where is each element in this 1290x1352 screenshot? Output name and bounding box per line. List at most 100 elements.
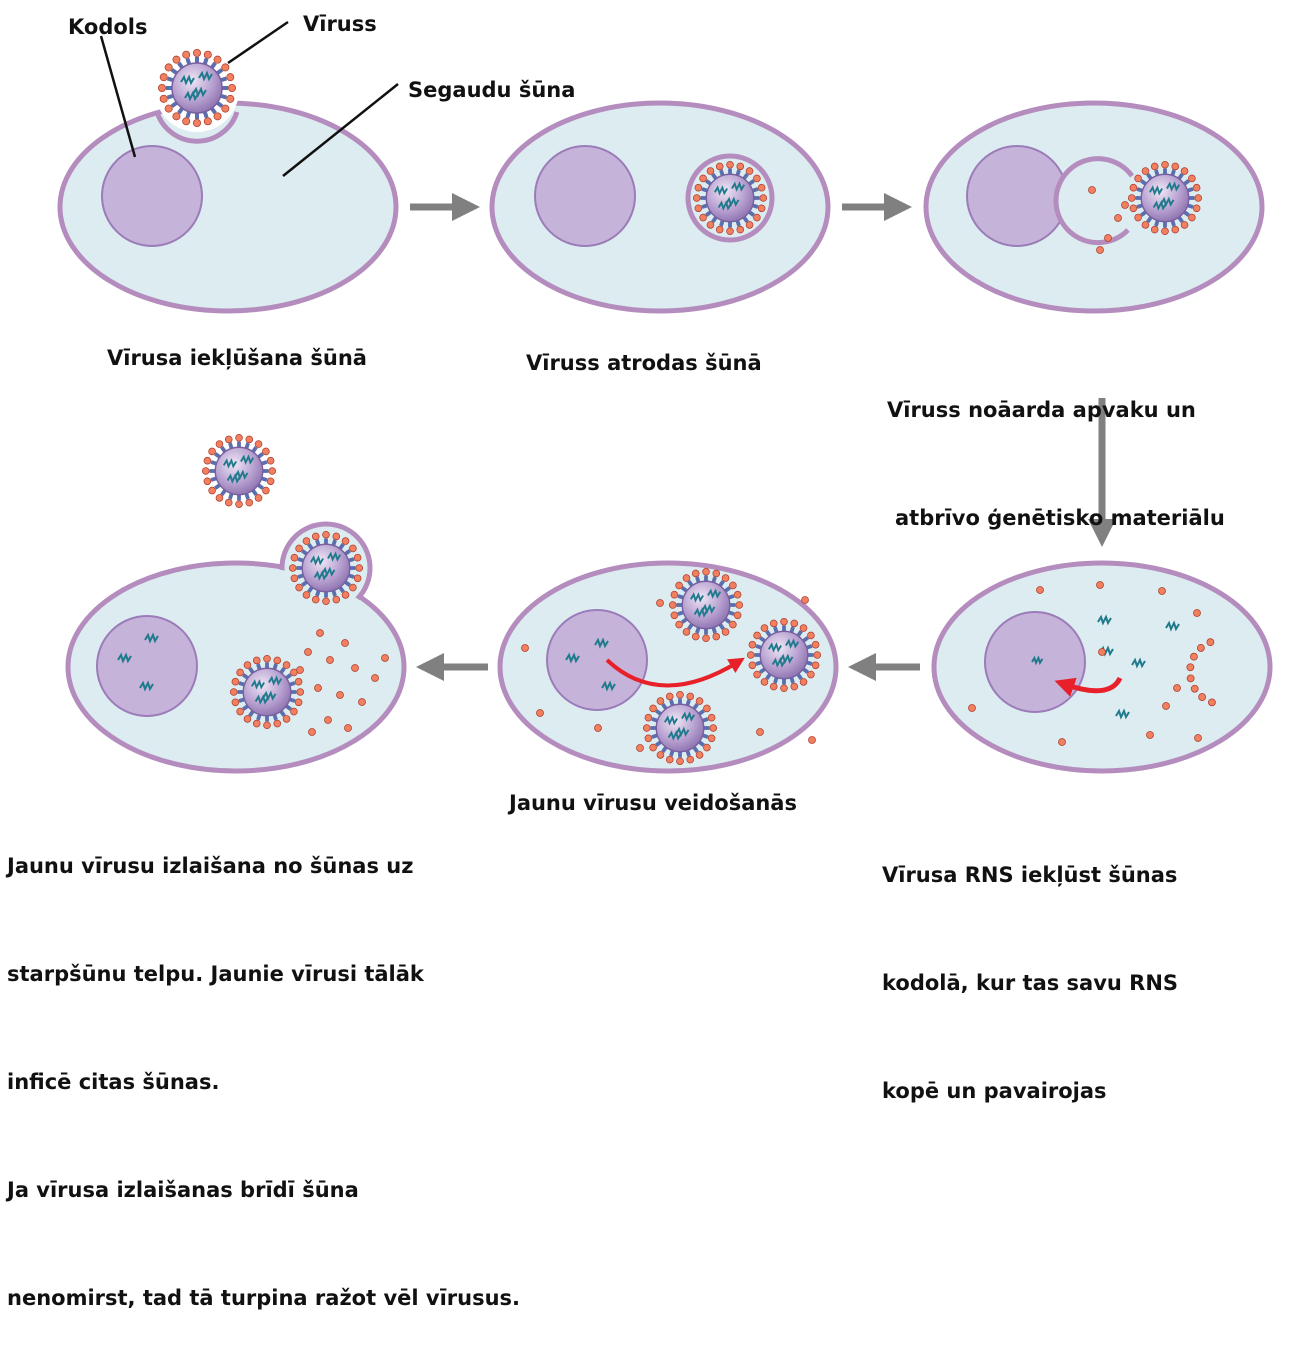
- spike-stem: [685, 750, 691, 757]
- spike-stem: [711, 216, 718, 223]
- spike-stem: [251, 489, 258, 496]
- spike-ball: [748, 640, 757, 649]
- spike-ball: [353, 574, 362, 583]
- spike-ball: [263, 654, 271, 663]
- spike-ball: [164, 63, 173, 72]
- caption-step3-line: atbrīvo ģenētisko materiālu: [895, 506, 1225, 530]
- spike-ball: [702, 634, 710, 643]
- spike-stem: [1146, 216, 1153, 223]
- spike-ball: [691, 569, 700, 578]
- budding-virus: [288, 530, 364, 606]
- rna-strand: [594, 637, 609, 649]
- rna-strand: [184, 90, 199, 102]
- spike-ball: [665, 692, 674, 701]
- rna-strand: [717, 200, 732, 211]
- spike-stem: [719, 220, 725, 227]
- new-virus: [642, 690, 718, 766]
- spike-ball: [254, 440, 263, 448]
- protein-particle: [344, 724, 352, 732]
- spike-ball: [656, 751, 665, 759]
- protein-particle: [1194, 734, 1202, 742]
- spike-ball: [282, 661, 291, 669]
- spike-stem: [166, 76, 174, 83]
- spike-ball: [311, 532, 320, 541]
- spike-ball: [266, 477, 275, 486]
- rna-strand: [693, 607, 708, 618]
- virus-lifecycle-diagram: [57, 20, 1273, 774]
- spike-stem: [685, 699, 691, 706]
- spike-stem: [1146, 173, 1153, 180]
- spike-stem: [331, 539, 337, 546]
- spike-ball: [1141, 221, 1150, 229]
- spike-stem: [1187, 203, 1194, 209]
- spike-stem: [651, 733, 658, 739]
- rna-strand: [779, 653, 794, 665]
- spike-ball: [656, 697, 665, 705]
- spike-stem: [261, 476, 268, 482]
- nucleus: [966, 145, 1068, 247]
- spike-stem: [1170, 169, 1176, 176]
- spike-stem: [301, 580, 308, 587]
- spike-ball: [675, 620, 683, 629]
- nucleus: [96, 615, 198, 717]
- spike-ball: [1134, 213, 1142, 222]
- spike-stem: [279, 667, 286, 674]
- protein-particle: [808, 736, 816, 744]
- spike-ball: [208, 486, 216, 495]
- spike-stem: [256, 714, 262, 721]
- spike-ball: [254, 494, 263, 502]
- spike-ball: [252, 656, 261, 665]
- spike-ball: [203, 50, 212, 59]
- rna-strand: [667, 730, 682, 741]
- spike-ball: [707, 734, 716, 743]
- spike-stem: [796, 630, 803, 637]
- caption-step3: Vīruss noāarda apvaku un atbrīvo ģenētis…: [887, 320, 1225, 572]
- spike-ball: [201, 467, 210, 475]
- spike-ball: [203, 117, 212, 126]
- protein-particle: [1190, 684, 1199, 693]
- protein-particle: [1208, 698, 1216, 707]
- spike-stem: [661, 746, 668, 753]
- spike-stem: [695, 576, 701, 583]
- spike-ball: [1150, 225, 1159, 234]
- capsid: [214, 446, 264, 496]
- spike-ball: [676, 690, 684, 699]
- spike-ball: [726, 227, 734, 236]
- spike-ball: [302, 537, 311, 545]
- spike-ball: [1188, 174, 1196, 183]
- spike-ball: [172, 55, 181, 64]
- spike-stem: [244, 493, 250, 500]
- capsid: [655, 703, 705, 753]
- spike-ball: [349, 544, 357, 553]
- new-virus: [229, 654, 305, 730]
- protein-particle: [636, 744, 644, 752]
- caption-step1: Vīrusa iekļūšana šūnā: [107, 346, 367, 370]
- spike-ball: [226, 94, 235, 103]
- spike-stem: [742, 216, 749, 223]
- spike-stem: [1154, 169, 1160, 176]
- spike-stem: [220, 489, 227, 496]
- spike-stem: [210, 107, 217, 115]
- spike-ball: [780, 684, 788, 693]
- spike-stem: [1136, 203, 1143, 209]
- rna-strand: [681, 711, 696, 722]
- spike-ball: [703, 704, 711, 713]
- protein-particle: [1146, 731, 1154, 739]
- spike-ball: [682, 574, 691, 582]
- new-virus: [746, 617, 822, 693]
- spike-ball: [243, 661, 252, 669]
- spike-ball: [695, 697, 704, 705]
- spike-ball: [221, 63, 230, 72]
- protein-particle: [1096, 581, 1104, 589]
- spike-ball: [182, 117, 191, 126]
- spike-stem: [315, 539, 321, 546]
- spike-ball: [262, 447, 270, 456]
- rna-strand: [689, 592, 704, 603]
- spike-ball: [707, 713, 716, 722]
- spike-ball: [262, 486, 270, 495]
- spike-stem: [279, 710, 286, 717]
- capsid: [759, 630, 809, 680]
- protein-particle: [324, 716, 332, 724]
- spike-ball: [729, 620, 737, 629]
- protein-particle: [358, 698, 366, 706]
